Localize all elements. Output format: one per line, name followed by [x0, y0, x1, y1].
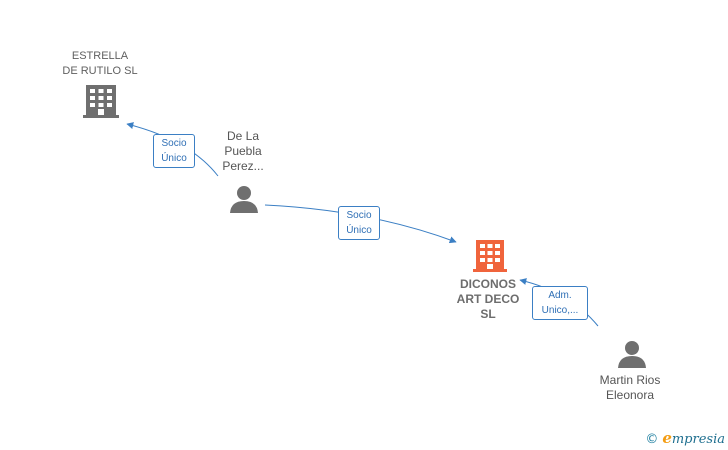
node-label-line: Puebla	[224, 144, 262, 158]
person-icon[interactable]	[230, 186, 258, 213]
edge-label-line: Adm.	[548, 290, 572, 301]
copyright-icon: ©	[645, 432, 659, 447]
node-label-line: De La	[226, 129, 260, 143]
building-icon[interactable]	[83, 85, 119, 118]
node-label-line: ART DECO	[456, 292, 520, 306]
edge-label-line: Único	[346, 225, 372, 236]
brand-name: mpresia	[671, 432, 725, 447]
node-label-estrella[interactable]: ESTRELLA DE RUTILO SL	[40, 49, 160, 79]
node-label-line: Eleonora	[605, 388, 655, 402]
brand-initial: e	[662, 429, 672, 447]
node-label-diconos[interactable]: DICONOS ART DECO SL	[440, 277, 536, 322]
node-label-line: SL	[480, 307, 496, 321]
node-label-martin[interactable]: Martin Rios Eleonora	[584, 373, 676, 403]
node-label-line: ESTRELLA	[71, 50, 129, 62]
person-icon[interactable]	[618, 341, 646, 368]
edge-label-line: Unico,...	[541, 305, 579, 316]
node-label-line: DE RUTILO SL	[62, 65, 138, 77]
node-label-line: Perez...	[222, 159, 264, 173]
brand-logo: ©empresia	[645, 429, 725, 447]
node-label-line: DICONOS	[459, 277, 516, 291]
edge-label-socio-unico[interactable]: Socio Único	[153, 134, 195, 168]
edge-label-adm-unico[interactable]: Adm. Unico,...	[532, 286, 588, 320]
edge-label-socio-unico[interactable]: Socio Único	[338, 206, 380, 240]
node-label-line: Martin Rios	[599, 373, 661, 387]
edge-label-line: Socio	[346, 210, 372, 221]
node-label-dela-puebla[interactable]: De La Puebla Perez...	[205, 129, 281, 174]
building-icon-highlighted[interactable]	[473, 240, 507, 272]
edge-label-line: Socio	[161, 138, 187, 149]
edge-label-line: Único	[161, 153, 187, 164]
